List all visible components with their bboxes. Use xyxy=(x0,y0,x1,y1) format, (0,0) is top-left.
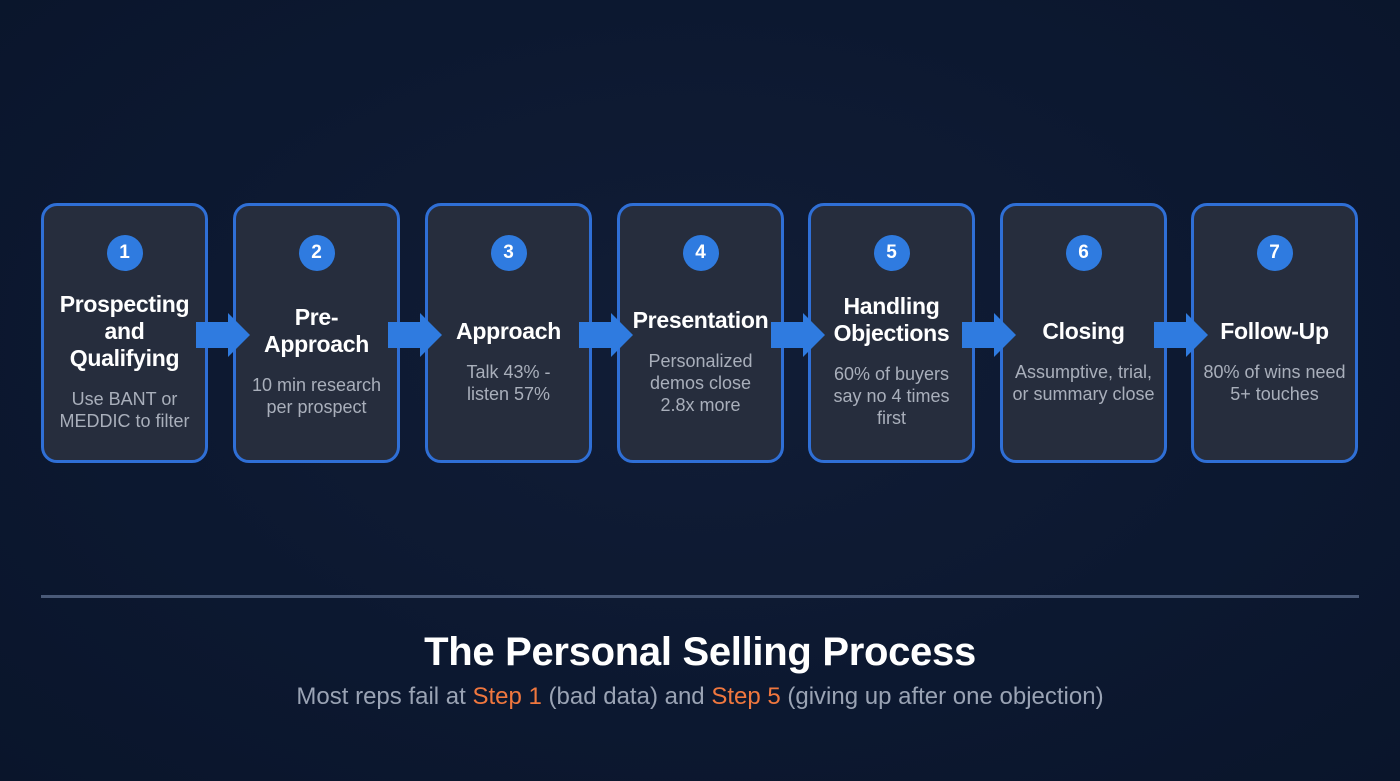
highlight-step-5: Step 5 xyxy=(711,683,781,710)
step-title: Closing xyxy=(1042,317,1125,344)
step-title: Approach xyxy=(456,317,561,344)
diagram-subtitle: Most reps fail at Step 1 (bad data) and … xyxy=(0,682,1400,712)
step-description: 10 min research per prospect xyxy=(251,375,382,417)
subtitle-text: Most reps fail at xyxy=(296,683,473,710)
step-title: Follow-Up xyxy=(1220,317,1329,344)
arrow-right-icon xyxy=(196,313,250,357)
step-number-badge: 3 xyxy=(490,235,527,271)
step-description: 60% of buyers say no 4 times first xyxy=(833,364,950,428)
step-card-7: 7 Follow-Up 80% of wins need 5+ touches xyxy=(1191,203,1358,463)
arrow-right-icon xyxy=(388,313,442,357)
step-card-6: 6 Closing Assumptive, trial, or summary … xyxy=(1000,203,1167,463)
step-card-2: 2 Pre-Approach 10 min research per prosp… xyxy=(233,203,400,463)
step-description: Talk 43% - listen 57% xyxy=(466,361,551,404)
step-number-badge: 5 xyxy=(873,235,910,271)
step-description: Use BANT or MEDDIC to filter xyxy=(59,388,190,431)
arrow-right-icon xyxy=(962,313,1016,357)
step-card-3: 3 Approach Talk 43% - listen 57% xyxy=(425,203,592,463)
step-title: Pre-Approach xyxy=(264,304,369,357)
arrow-right-icon xyxy=(771,313,825,357)
diagram-title: The Personal Selling Process xyxy=(424,630,976,674)
step-number-badge: 7 xyxy=(1256,235,1293,271)
step-card-5: 5 Handling Objections 60% of buyers say … xyxy=(808,203,975,463)
step-card-4: 4 Presentation Personalized demos close … xyxy=(617,203,784,463)
step-description: Assumptive, trial, or summary close xyxy=(1012,361,1155,404)
divider xyxy=(41,595,1359,598)
step-number-badge: 2 xyxy=(298,235,335,271)
step-number-badge: 4 xyxy=(682,235,719,271)
step-title: Presentation xyxy=(632,306,769,333)
arrow-right-icon xyxy=(1154,313,1208,357)
step-title: Handling Objections xyxy=(833,293,950,346)
step-number-badge: 6 xyxy=(1065,235,1102,271)
step-description: 80% of wins need 5+ touches xyxy=(1203,361,1346,404)
subtitle-text: (giving up after one objection) xyxy=(780,683,1104,710)
step-card-1: 1 Prospecting and Qualifying Use BANT or… xyxy=(41,203,208,463)
subtitle-text: (bad data) and xyxy=(541,683,712,710)
arrow-right-icon xyxy=(579,313,633,357)
step-number-badge: 1 xyxy=(106,235,143,271)
step-title: Prospecting and Qualifying xyxy=(59,290,190,371)
step-description: Personalized demos close 2.8x more xyxy=(648,350,753,415)
highlight-step-1: Step 1 xyxy=(472,683,542,710)
